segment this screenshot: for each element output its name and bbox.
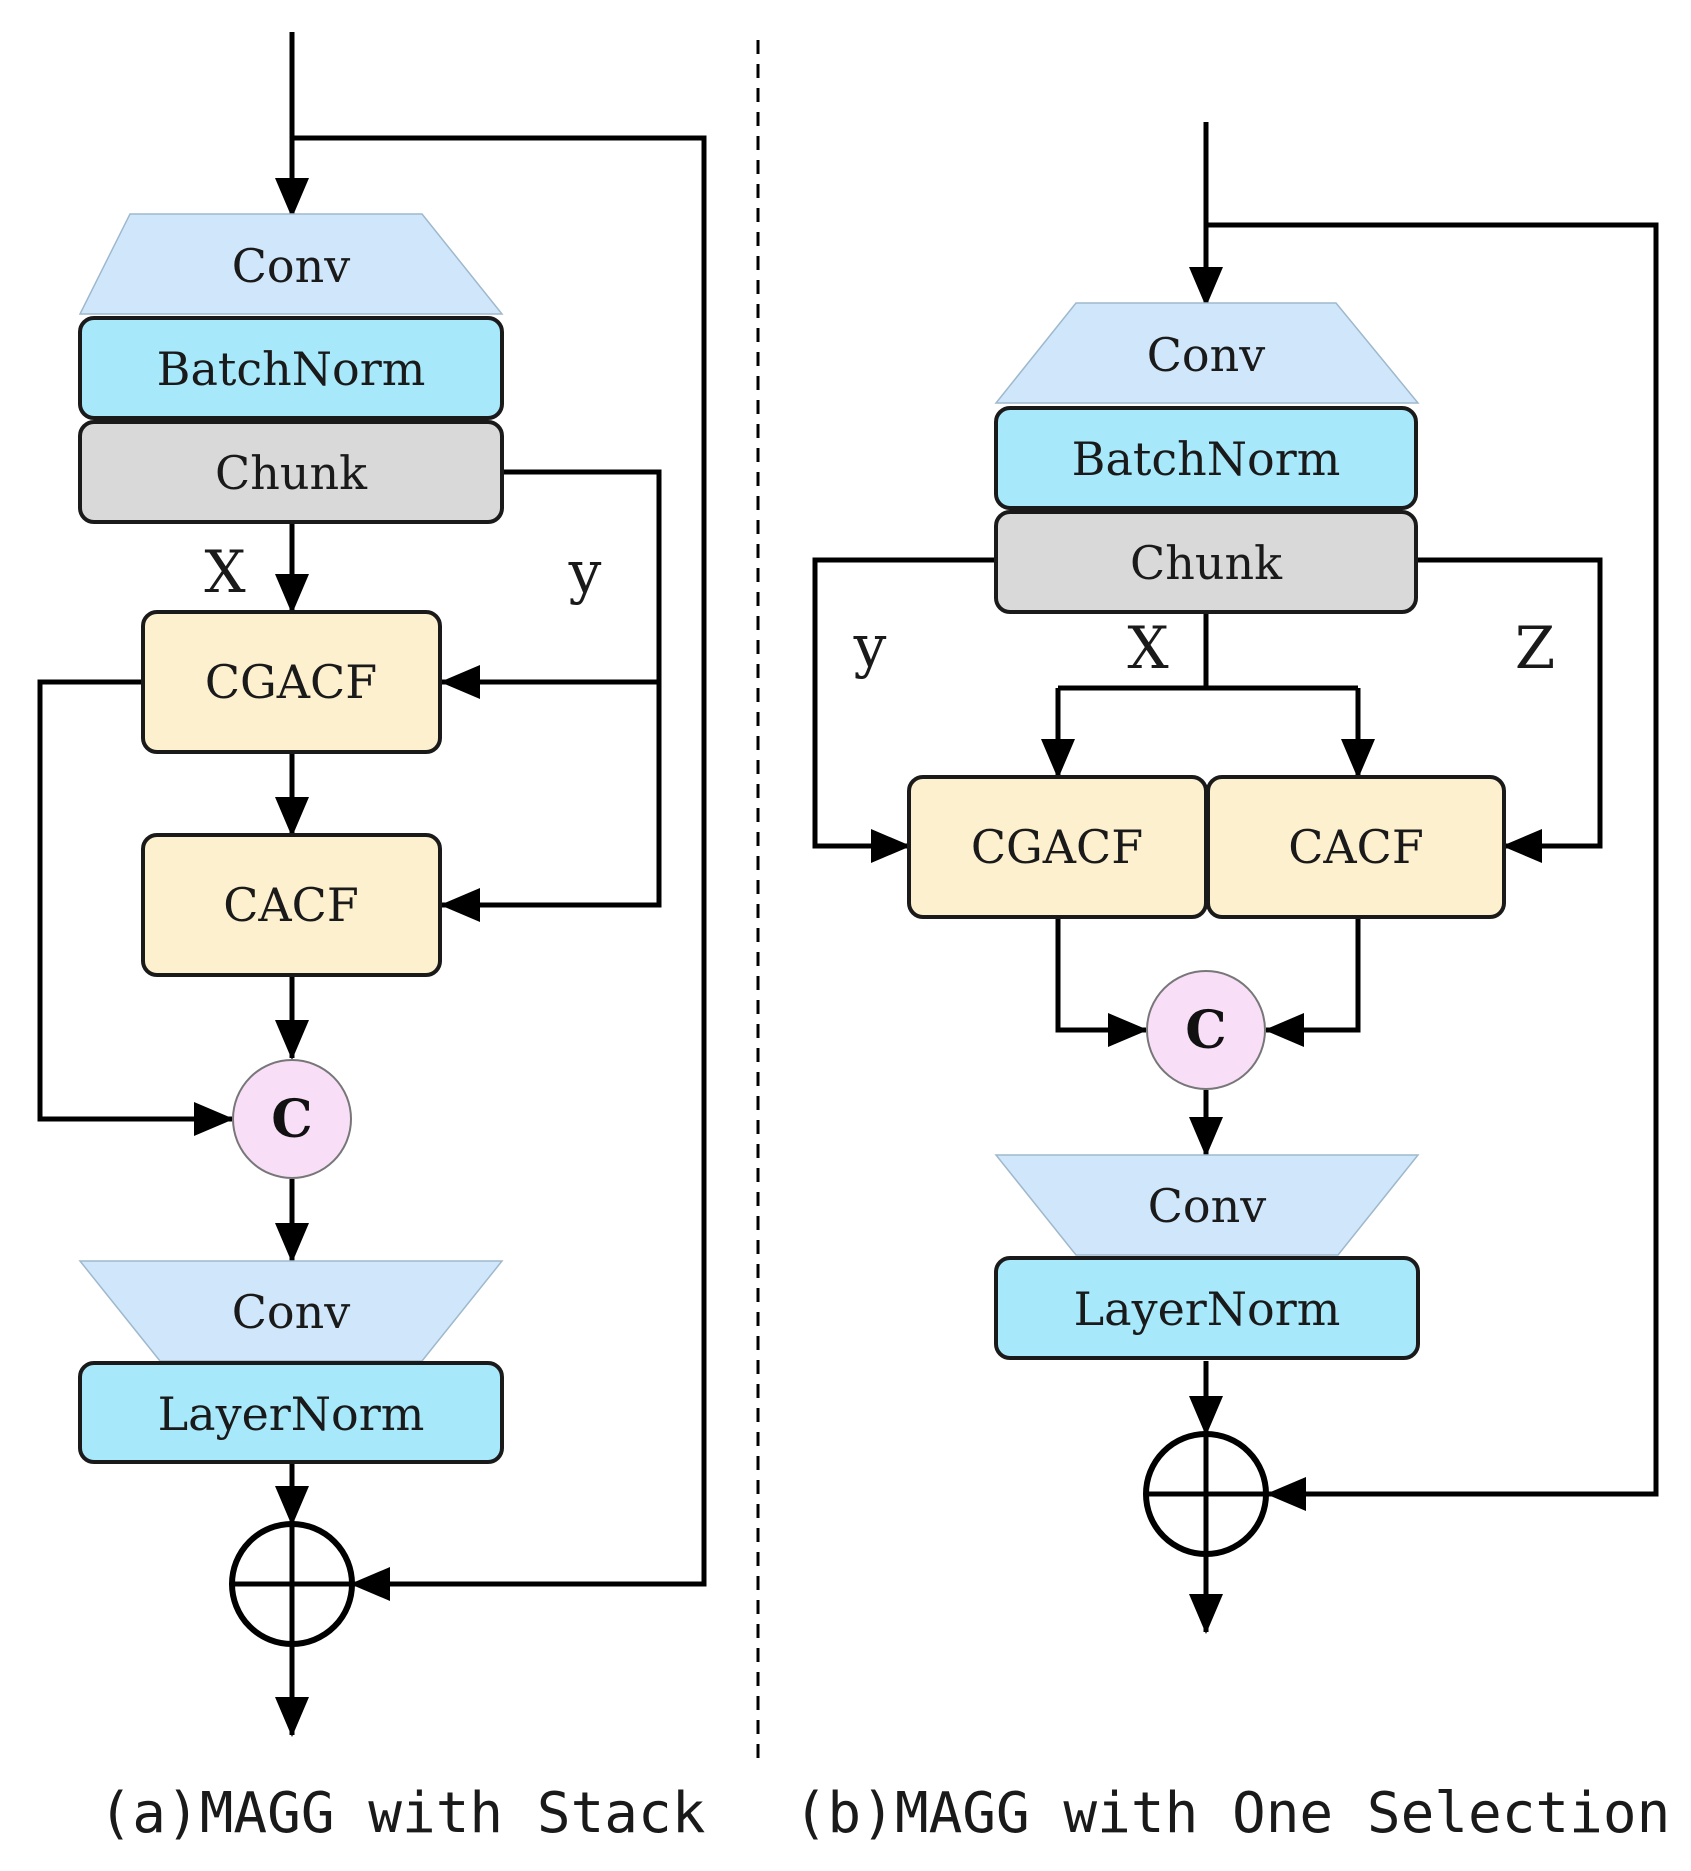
layernorm-block-b: LayerNorm [994,1256,1420,1360]
batchnorm-a-label: BatchNorm [157,342,426,396]
concat-a-label: C [271,1089,312,1150]
cgacf-b-label: CGACF [971,820,1143,874]
chunk-b-label: Chunk [1130,536,1283,590]
layernorm-a-label: LayerNorm [158,1387,425,1441]
plus-circle-icon [229,1521,355,1647]
var-x-label-b: X [1127,614,1169,682]
var-y-label-a: y [568,538,602,606]
cacf-block-b: CACF [1206,775,1506,919]
conv-bottom-b-label: Conv [1148,1179,1267,1233]
cacf-b-label: CACF [1288,820,1424,874]
concat-node-b: C [1146,970,1266,1090]
chunk-block-b: Chunk [994,510,1418,614]
cacf-block-a: CACF [141,833,442,977]
conv-bottom-b: Conv [994,1154,1420,1256]
chunk-block-a: Chunk [78,420,504,524]
conv-top-b-label: Conv [1147,328,1266,382]
plus-circle-icon [1143,1431,1269,1557]
batchnorm-b-label: BatchNorm [1072,432,1341,486]
panel-a: Conv BatchNorm Chunk X y CGACF CACF C [37,32,707,1846]
layernorm-block-a: LayerNorm [78,1361,504,1464]
panel-b: Conv BatchNorm Chunk y X Z CGACF CACF C [794,122,1671,1846]
cacf-a-label: CACF [223,878,359,932]
batchnorm-block-a: BatchNorm [78,316,504,420]
caption-a: (a)MAGG with Stack [99,1781,706,1846]
concat-node-a: C [232,1059,352,1179]
var-z-label-b: Z [1515,614,1555,682]
cgacf-block-a: CGACF [141,610,442,754]
caption-b: (b)MAGG with One Selection [794,1781,1671,1846]
cgacf-block-b: CGACF [907,775,1208,919]
panel-a-connectors [37,32,707,1737]
conv-top-b: Conv [994,302,1420,404]
var-y-label-b: y [853,612,887,680]
var-x-label-a: X [204,538,246,606]
chunk-a-label: Chunk [215,446,368,500]
concat-b-label: C [1185,1000,1226,1061]
conv-top-a-label: Conv [232,239,351,293]
conv-bottom-a: Conv [78,1260,504,1362]
batchnorm-block-b: BatchNorm [994,406,1418,510]
conv-top-a: Conv [78,213,504,315]
panel-b-connectors [812,122,1659,1634]
cgacf-a-label: CGACF [205,655,377,709]
conv-bottom-a-label: Conv [232,1285,351,1339]
layernorm-b-label: LayerNorm [1074,1282,1341,1336]
